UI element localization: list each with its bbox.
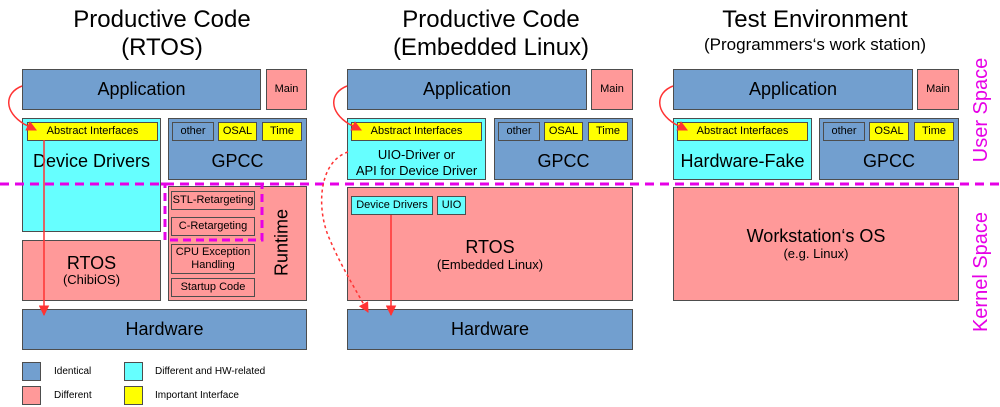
rtos-kernel-label: RTOS	[66, 252, 117, 273]
linux-kernel-label: RTOS	[465, 237, 515, 258]
linux-time-box: Time	[588, 122, 628, 141]
rtos-device-drivers-label: Device Drivers	[32, 151, 151, 171]
rtos-gpcc-label: GPCC	[211, 151, 264, 171]
test-hardware-fake-label: Hardware-Fake	[680, 151, 805, 171]
test-column-title: Test Environment (Programmers‘s work sta…	[665, 6, 965, 56]
rtos-application-box: Application	[22, 69, 261, 110]
rtos-cpu-exception-box: CPU Exception Handling	[171, 244, 255, 274]
test-main-box: Main	[917, 69, 959, 110]
rtos-time-box: Time	[262, 122, 302, 141]
test-time-box: Time	[914, 122, 954, 141]
linux-uio-driver-line1: UIO-Driver or	[377, 147, 456, 162]
rtos-other-box: other	[172, 122, 214, 141]
linux-main-box: Main	[591, 69, 633, 110]
legend-important-swatch	[124, 386, 143, 405]
rtos-main-box: Main	[266, 69, 307, 110]
legend-different-swatch	[22, 386, 41, 405]
rtos-kernel-sublabel: (ChibiOS)	[62, 272, 121, 288]
legend-hw-related-label: Different and HW-related	[155, 366, 266, 377]
linux-gpcc-label: GPCC	[537, 151, 590, 171]
test-os-label: Workstation‘s OS	[746, 226, 886, 247]
kernel-space-label: Kernel Space	[970, 211, 992, 333]
rtos-osal-box: OSAL	[218, 122, 257, 141]
rtos-runtime-label: Runtime	[271, 208, 292, 277]
test-application-box: Application	[673, 69, 913, 110]
linux-abstract-interfaces: Abstract Interfaces	[351, 122, 482, 141]
linux-osal-box: OSAL	[544, 122, 583, 141]
test-title-line1: Test Environment	[722, 6, 908, 33]
rtos-hardware-box: Hardware	[22, 309, 307, 350]
test-os-sublabel: (e.g. Linux)	[783, 245, 849, 261]
test-other-box: other	[823, 122, 865, 141]
linux-uio-driver-label: UIO-Driver or API for Device Driver	[347, 147, 486, 179]
rtos-column-title: Productive Code (RTOS)	[22, 6, 302, 62]
linux-device-drivers-box: Device Drivers	[351, 196, 433, 215]
rtos-kernel-box: RTOS (ChibiOS)	[22, 240, 161, 301]
user-space-label: User Space	[970, 57, 992, 163]
linux-column-title: Productive Code (Embedded Linux)	[346, 6, 636, 62]
rtos-title-line1: Productive Code	[73, 6, 251, 33]
legend-identical-swatch	[22, 362, 41, 381]
linux-title-line1: Productive Code	[402, 6, 580, 33]
test-os-box: Workstation‘s OS (e.g. Linux)	[673, 187, 959, 301]
test-abstract-interfaces: Abstract Interfaces	[677, 122, 808, 141]
rtos-stl-retargeting-box: STL-Retargeting	[171, 191, 255, 210]
linux-application-box: Application	[347, 69, 587, 110]
legend-important-label: Important Interface	[155, 390, 239, 401]
linux-hardware-box: Hardware	[347, 309, 633, 350]
linux-kernel-sublabel: (Embedded Linux)	[436, 256, 544, 272]
legend-identical-label: Identical	[54, 366, 92, 377]
test-gpcc-label: GPCC	[862, 151, 915, 171]
rtos-c-retargeting-box: C-Retargeting	[171, 217, 255, 236]
linux-title-line2: (Embedded Linux)	[392, 34, 590, 61]
rtos-abstract-interfaces: Abstract Interfaces	[27, 122, 158, 141]
rtos-startup-code-box: Startup Code	[171, 278, 255, 297]
linux-uio-box: UIO	[437, 196, 466, 215]
legend-different-label: Different	[54, 390, 92, 401]
test-title-line2: (Programmers‘s work station)	[704, 35, 926, 54]
rtos-title-line2: (RTOS)	[121, 34, 203, 61]
linux-other-box: other	[498, 122, 540, 141]
test-osal-box: OSAL	[869, 122, 909, 141]
legend-hw-related-swatch	[124, 362, 143, 381]
linux-uio-driver-line2: API for Device Driver	[355, 163, 478, 178]
